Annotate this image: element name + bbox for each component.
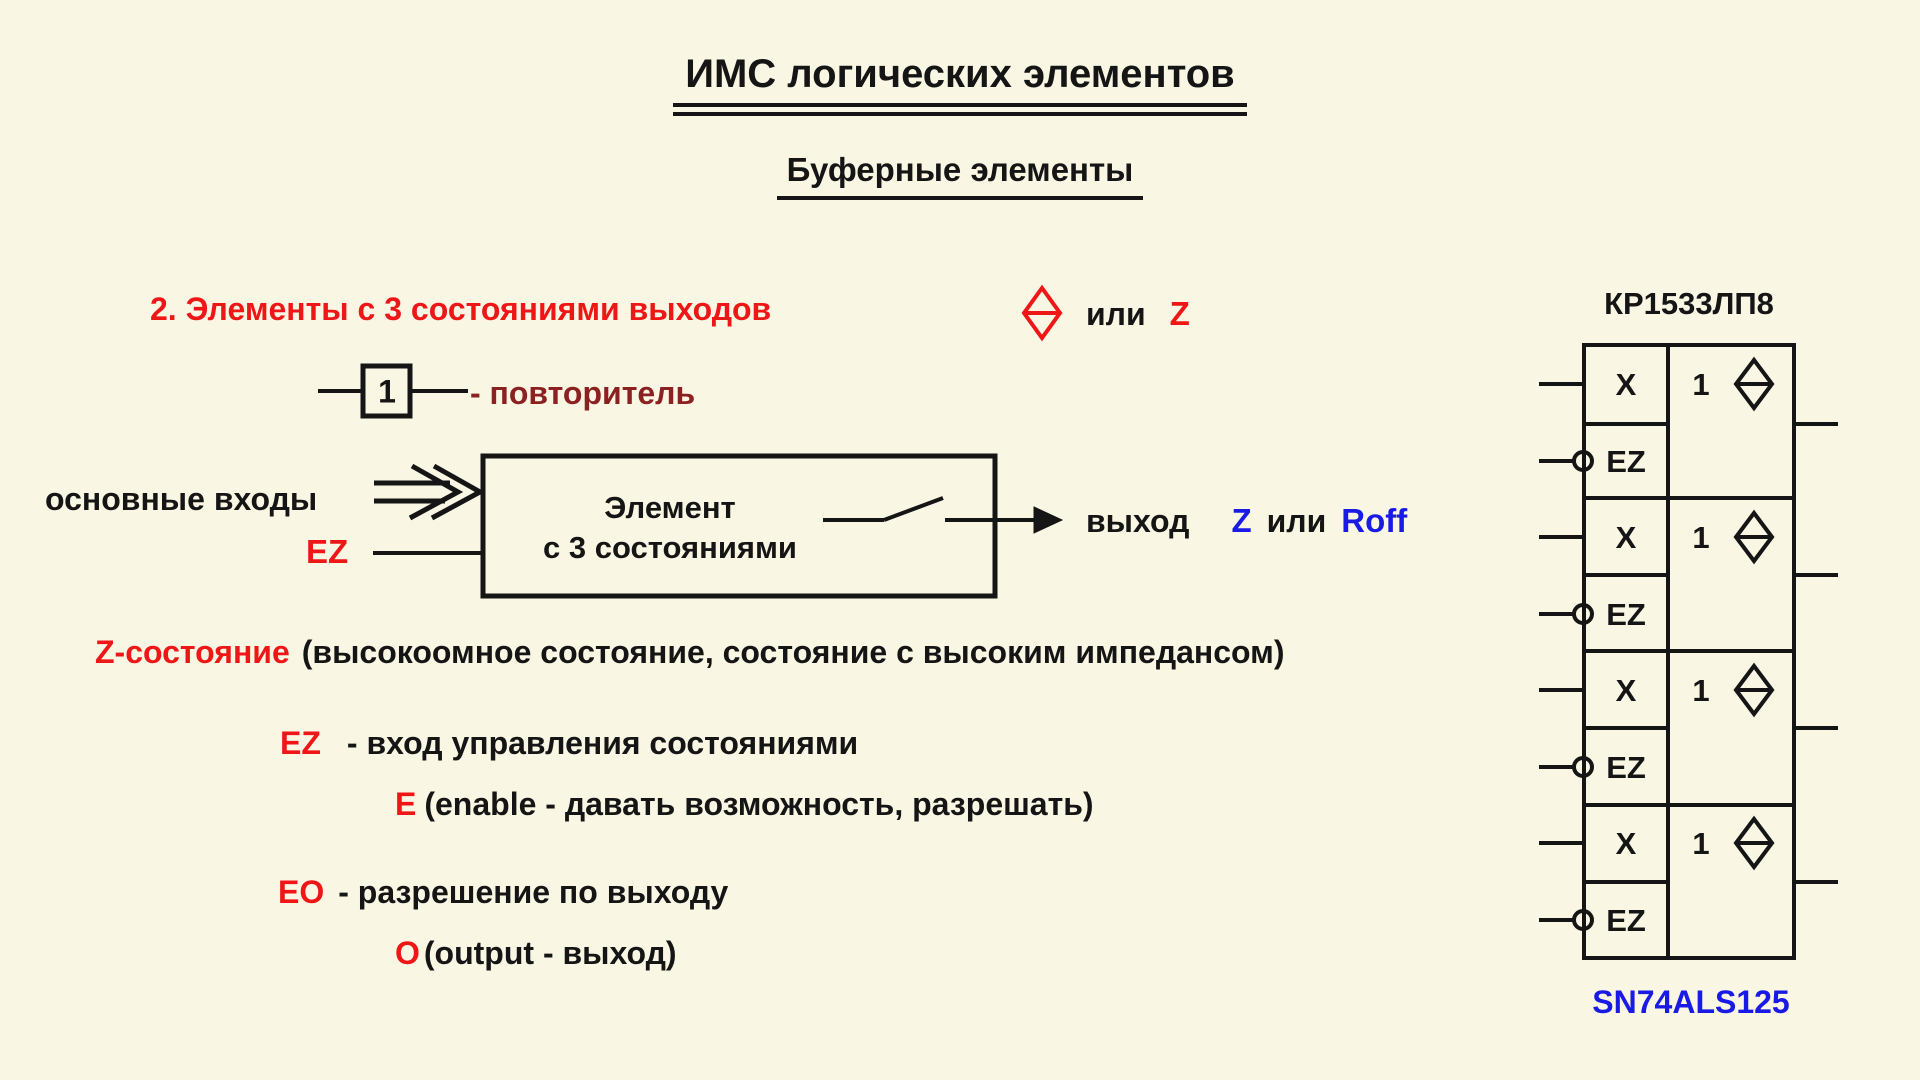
output-roff-label: Roff: [1341, 502, 1408, 539]
repeater-gate-label: 1: [378, 373, 396, 410]
chip-cell-ez-label: EZ: [1606, 597, 1646, 632]
tristate-or-z-label: или Z: [1086, 295, 1190, 332]
zstate-text: (высокоомное состояние, состояние с высо…: [301, 634, 1285, 670]
or-label: или: [1086, 296, 1146, 332]
chip-title: КР1533ЛП8: [1604, 286, 1774, 321]
chip-input-pins: [1539, 382, 1594, 931]
section-heading: 2. Элементы с 3 состояниями выходов: [150, 291, 772, 327]
element-box-line2: с 3 состояниями: [543, 530, 797, 565]
e-definition: E(enable - давать возможность, разрешать…: [395, 786, 1094, 822]
chip-cell-buffer-label: 1: [1692, 367, 1710, 402]
zstate-definition: Z-состояние (высокоомное состояние, состо…: [95, 634, 1285, 670]
repeater-caption: - повторитель: [470, 375, 696, 411]
chip-cell-buffer-label: 1: [1692, 520, 1710, 555]
o-text: (output - выход): [423, 935, 677, 971]
e-term: E: [395, 786, 417, 822]
element-box-label: Элемент с 3 состояниями: [505, 488, 835, 568]
page-title-wrap: ИМС логических элементов: [0, 52, 1920, 116]
chip-buffer-diamond-icons: [1733, 356, 1775, 871]
chip-cell-ez-label: EZ: [1606, 903, 1646, 938]
output-or-label: или: [1266, 503, 1327, 539]
ez-input-label: EZ: [306, 533, 349, 570]
main-inputs-arrow-icon: [374, 463, 486, 521]
chip-outline: [1582, 343, 1796, 960]
o-term: O: [395, 935, 420, 971]
inputs-label: основные входы: [45, 481, 318, 517]
tristate-symbol-icon: [1021, 284, 1063, 342]
chip-cell-buffer-label: 1: [1692, 673, 1710, 708]
ez-definition: EZ - вход управления состояниями: [280, 725, 859, 761]
chip-cell-ez-label: EZ: [1606, 444, 1646, 479]
page-subtitle: Буферные элементы: [776, 151, 1144, 200]
eo-term: EO: [278, 874, 325, 910]
page-subtitle-wrap: Буферные элементы: [0, 151, 1920, 200]
z-label: Z: [1169, 295, 1190, 332]
page-title: ИМС логических элементов: [673, 52, 1247, 116]
eo-definition: EO - разрешение по выходу: [278, 874, 729, 910]
output-arrow-icon: [993, 506, 1064, 534]
chip-cell-x-label: X: [1615, 520, 1637, 555]
chip-output-pins: [1794, 422, 1838, 884]
output-z-label: Z: [1231, 502, 1252, 539]
chip-cell-x-label: X: [1615, 367, 1637, 402]
chip-cell-x-label: X: [1615, 826, 1637, 861]
ez-text: - вход управления состояниями: [346, 725, 859, 761]
zstate-term: Z-состояние: [95, 634, 290, 670]
switch-icon: [823, 496, 993, 522]
output-label: выход: [1086, 503, 1190, 539]
chip-subtitle: SN74ALS125: [1592, 984, 1790, 1020]
chip-cell-ez-label: EZ: [1606, 750, 1646, 785]
chip-cell-x-label: X: [1615, 673, 1637, 708]
chip-cell-buffer-label: 1: [1692, 826, 1710, 861]
element-box-line1: Элемент: [604, 490, 736, 525]
ez-term: EZ: [280, 725, 321, 761]
e-text: (enable - давать возможность, разрешать): [424, 786, 1094, 822]
eo-text: - разрешение по выходу: [338, 874, 729, 910]
o-definition: O(output - выход): [395, 935, 677, 971]
